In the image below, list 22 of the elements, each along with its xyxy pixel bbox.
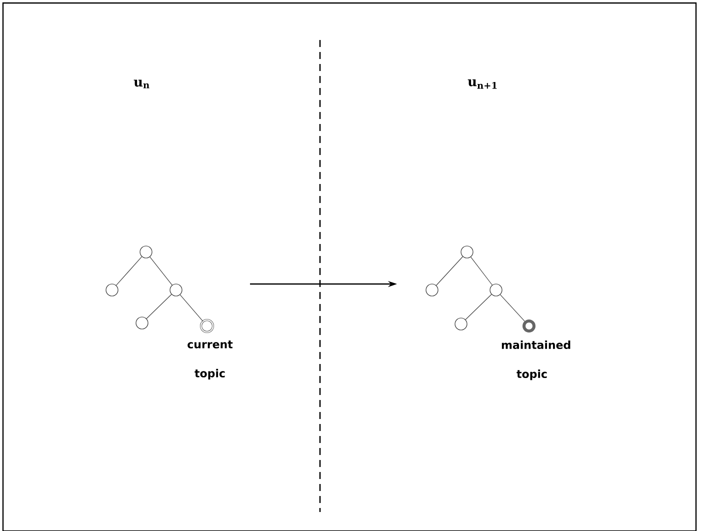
topic-circle — [522, 320, 536, 332]
topic-circle — [200, 319, 214, 333]
tree-node-circle — [136, 316, 148, 330]
tree-node-circle — [170, 284, 182, 296]
tree-edge — [150, 256, 172, 286]
tree-edge — [465, 294, 492, 320]
tree-edge — [116, 256, 142, 286]
node-caption: current topic — [188, 340, 233, 380]
tree-node-circle — [106, 284, 118, 296]
tree-node-circle — [454, 318, 468, 330]
tree-node-circle — [490, 284, 502, 296]
tree-node-circle — [460, 246, 474, 258]
node-caption: maintained topic — [502, 340, 570, 380]
tree-node-circle — [426, 284, 438, 296]
tree-edge — [180, 294, 204, 322]
tree-edge — [500, 294, 525, 322]
tree-edge — [146, 294, 172, 319]
tree-node-circle — [140, 246, 152, 258]
tree-edge — [470, 256, 492, 286]
utterance-label: u$_{n}$ — [134, 80, 150, 88]
tree-edge — [436, 256, 464, 286]
utterance-label: u$_{n+1}$ — [468, 79, 497, 89]
